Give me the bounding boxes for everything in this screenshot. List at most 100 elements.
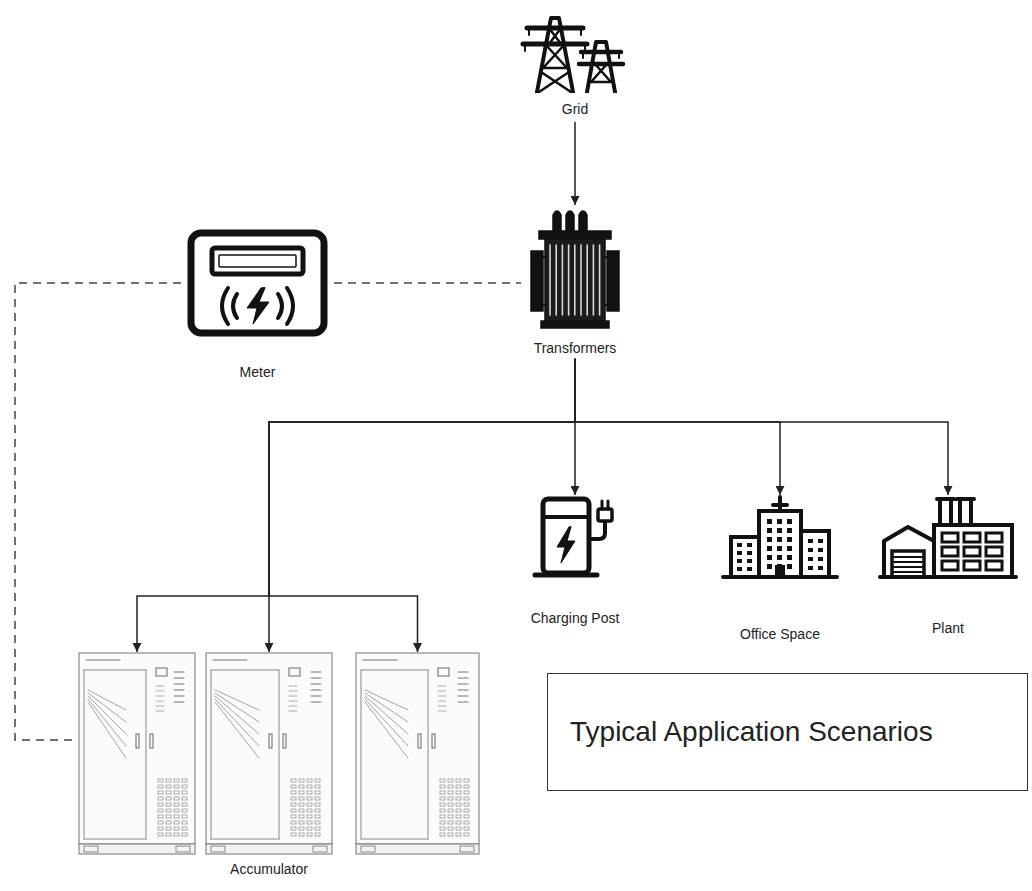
cabinet-stroke [438,701,446,702]
charger-stroke [543,499,589,573]
office-stroke [801,531,829,577]
cabinet-stroke [315,779,320,782]
node-label: Accumulator [230,861,308,878]
power-line [269,359,575,652]
cabinet-stroke [156,668,167,676]
meter-stroke [247,288,269,324]
cabinet-stroke [307,785,312,788]
office-stroke [767,519,772,524]
cabinet-stroke [299,833,304,836]
office-icon [715,495,845,580]
cabinet-stroke [88,702,126,758]
cabinet-stroke [456,779,461,782]
cabinet-stroke [88,693,126,722]
cabinet-stroke [213,659,247,660]
cabinet-stroke [311,678,321,679]
plant-stroke [986,561,1002,570]
plant-stroke [942,547,958,556]
cabinet-stroke [365,696,408,734]
office-stroke [787,555,792,560]
office-stroke [787,528,792,533]
cabinet-stroke [440,797,445,800]
cabinet-stroke [365,699,408,746]
cabinet-stroke [211,839,279,840]
office-stroke [747,559,752,563]
dashed-link [334,282,521,284]
grid-node: Grid [515,8,635,118]
cabinet-stroke [307,791,312,794]
cabinet-stroke [440,791,445,794]
charging-post-node: Charging Post [505,495,645,627]
cabinet-stroke [158,779,163,782]
cabinet-stroke [174,791,179,794]
transformer-icon [515,205,635,330]
cabinet-stroke [166,797,171,800]
plant-node: Plant [878,495,1018,637]
cabinet-stroke [432,734,435,748]
office-stroke [818,557,823,561]
cabinet-stroke [464,791,469,794]
cabinet-stroke [361,846,375,852]
office-stroke [759,511,801,577]
cabinet-stroke [440,809,445,812]
office-stroke [767,528,772,533]
cabinet-stroke [440,833,445,836]
cabinet-stroke [464,821,469,824]
cabinet-stroke [88,699,126,746]
cabinet-stroke [315,803,320,806]
grid-icon [515,8,635,93]
cabinet-stroke [464,827,469,830]
cabinet-stroke [299,779,304,782]
office-stroke [787,537,792,542]
cabinet-stroke [291,797,296,800]
cabinet-stroke [158,827,163,830]
cabinet-stroke [79,844,195,854]
cabinet-stroke [174,833,179,836]
cabinet-stroke [438,668,449,676]
charger-stroke [543,515,589,519]
grid-stroke [583,52,619,58]
cabinet-stroke [418,734,421,748]
plant-stroke [940,499,951,525]
cabinet-stroke [158,809,163,812]
office-stroke [747,551,752,555]
cabinet-stroke [307,809,312,812]
cabinet-stroke [456,821,461,824]
cabinet-stroke [182,827,187,830]
cabinet-stroke [182,785,187,788]
cabinet-stroke [448,833,453,836]
cabinet-stroke [307,833,312,836]
cabinet-stroke [464,833,469,836]
cabinet-stroke [289,686,297,687]
cabinet-stroke [156,686,164,687]
transformer-stroke [566,211,574,231]
cabinet-stroke [458,684,468,685]
cabinet-stroke [166,821,171,824]
cabinet-stroke [361,670,428,839]
cabinet-stroke [206,844,332,854]
office-stroke [787,564,792,569]
transformer-stroke [580,245,582,315]
transformer-stroke [553,211,561,231]
cabinet-stroke [136,734,139,748]
cabinet-stroke [315,797,320,800]
cabinet-stroke [289,668,300,676]
grid-stroke [539,28,571,92]
cabinet-stroke [307,815,312,818]
grid-stroke [590,64,612,82]
cabinet-stroke [299,815,304,818]
cabinet-stroke [315,833,320,836]
cabinet-stroke [166,803,171,806]
cabinet-stroke [182,791,187,794]
cabinet-stroke [289,701,297,702]
plant-stroke [894,556,922,558]
grid-stroke [579,52,623,64]
office-stroke [767,546,772,551]
plant-stroke [964,547,980,556]
cabinet-stroke [174,821,179,824]
cabinet-stroke [440,821,445,824]
cabinet-stroke [299,803,304,806]
cabinet-stroke [156,711,164,712]
